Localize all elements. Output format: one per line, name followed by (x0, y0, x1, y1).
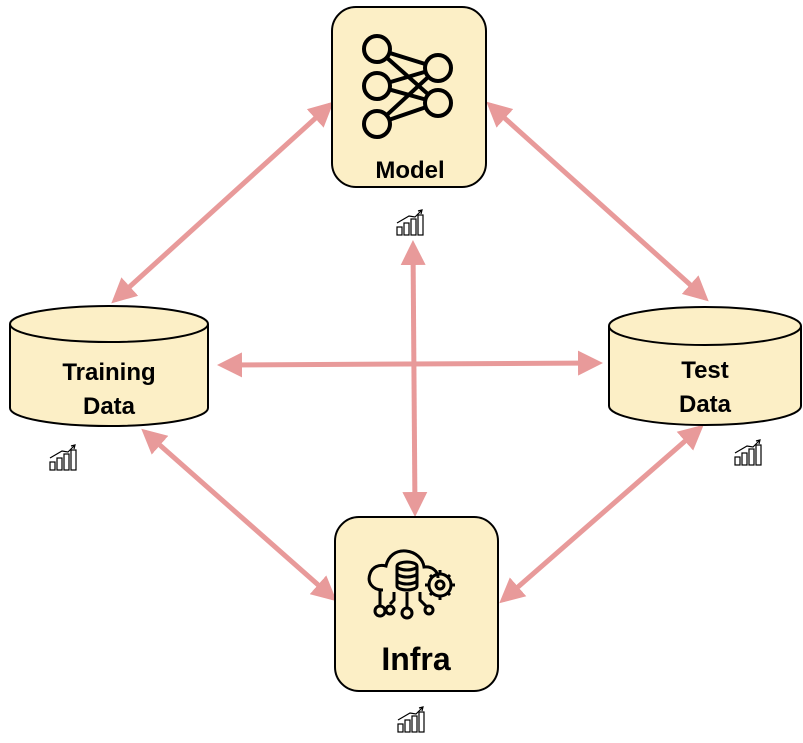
training-data-growth-icon (49, 444, 77, 471)
arrow-training-test (217, 350, 603, 378)
model-growth-icon (396, 209, 424, 236)
test-data-growth-icon (734, 439, 762, 466)
training-data-node[interactable]: Training Data (9, 305, 209, 427)
arrow-training-infra (141, 428, 337, 602)
infra-growth-icon (397, 706, 425, 733)
neural-network-icon (362, 34, 453, 139)
arrow-model-test (486, 101, 709, 302)
infra-node[interactable]: Infra (334, 516, 499, 692)
arrow-training-model (111, 101, 334, 304)
arrow-model-infra (400, 240, 428, 517)
infra-label: Infra (381, 641, 451, 677)
cloud-database-gear-icon (367, 549, 455, 620)
training-data-label-line2: Data (83, 393, 136, 420)
model-node[interactable]: Model (331, 6, 487, 188)
training-data-label-line1: Training (62, 359, 155, 386)
test-data-label-line2: Data (679, 391, 732, 418)
test-data-node[interactable]: Test Data (608, 306, 802, 426)
arrow-test-infra (499, 424, 704, 604)
model-label: Model (375, 157, 444, 184)
test-data-label-line1: Test (681, 357, 729, 384)
connector-arrows (111, 101, 709, 604)
